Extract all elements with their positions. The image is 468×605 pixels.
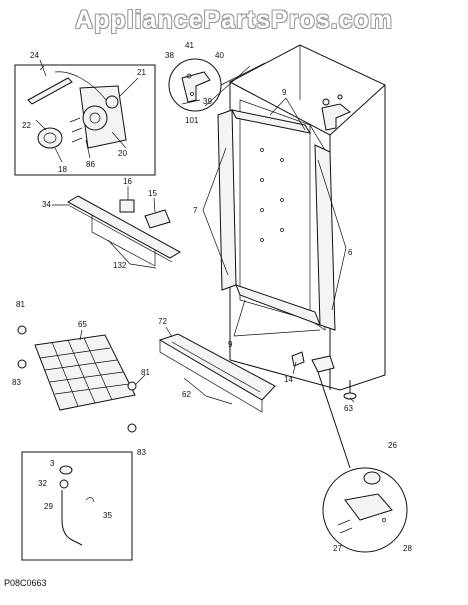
callout-29: 29 xyxy=(44,502,53,511)
hinge-inset-leader xyxy=(220,62,266,86)
light-socket-assembly xyxy=(27,65,127,149)
drain-tube-detail xyxy=(59,465,95,546)
freezer-cabinet xyxy=(217,44,386,391)
callout-15: 15 xyxy=(148,189,157,198)
callout-65: 65 xyxy=(78,320,87,329)
callout-24: 24 xyxy=(30,51,39,60)
callout-26: 26 xyxy=(388,441,397,450)
callout-72: 72 xyxy=(158,317,167,326)
callout-14: 14 xyxy=(284,375,293,384)
callout-27: 27 xyxy=(333,544,342,553)
callout-7: 7 xyxy=(193,206,198,215)
callout-40: 40 xyxy=(215,51,224,60)
inset-leaders xyxy=(35,59,139,163)
callout-39: 39 xyxy=(203,97,212,106)
callout-20: 20 xyxy=(118,149,127,158)
diagram-code: P08C0663 xyxy=(4,578,47,588)
site-watermark: AppliancePartsPros.com xyxy=(75,6,393,34)
callout-6: 6 xyxy=(348,248,353,257)
inset-box-light-assembly xyxy=(14,64,156,176)
leader-lines xyxy=(52,97,355,405)
callout-21: 21 xyxy=(137,68,146,77)
callout-81-left: 81 xyxy=(16,300,25,309)
callout-38: 38 xyxy=(165,51,174,60)
callout-101: 101 xyxy=(185,116,199,125)
callout-41: 41 xyxy=(185,41,194,50)
callout-81-right: 81 xyxy=(141,368,150,377)
callout-35: 35 xyxy=(103,511,112,520)
callout-32: 32 xyxy=(38,479,47,488)
callout-9-bottom: 9 xyxy=(228,340,233,349)
callout-63: 63 xyxy=(344,404,353,413)
light-shield-part xyxy=(66,195,182,267)
callout-83-right: 83 xyxy=(137,448,146,457)
inset-circle-bottom-hinge xyxy=(322,467,408,553)
top-hinge-detail xyxy=(181,71,211,105)
callout-83-left: 83 xyxy=(12,378,21,387)
callout-28: 28 xyxy=(403,544,412,553)
callout-62: 62 xyxy=(182,390,191,399)
bottom-hinge-leader xyxy=(317,371,351,469)
callout-86: 86 xyxy=(86,160,95,169)
inset-box-drain-tube xyxy=(21,451,133,561)
bottom-hinge-detail xyxy=(337,471,393,534)
grill-part xyxy=(17,325,137,433)
callout-18: 18 xyxy=(58,165,67,174)
callout-16: 16 xyxy=(123,177,132,186)
callout-132: 132 xyxy=(113,261,127,270)
callout-labels: 24 21 22 20 18 86 41 38 40 39 101 9 16 1… xyxy=(12,41,412,553)
callout-9-top: 9 xyxy=(282,88,287,97)
leveling-leg-part xyxy=(343,380,357,400)
callout-22: 22 xyxy=(22,121,31,130)
callout-34: 34 xyxy=(42,200,51,209)
kickplate-part xyxy=(158,333,276,413)
callout-3: 3 xyxy=(50,459,55,468)
